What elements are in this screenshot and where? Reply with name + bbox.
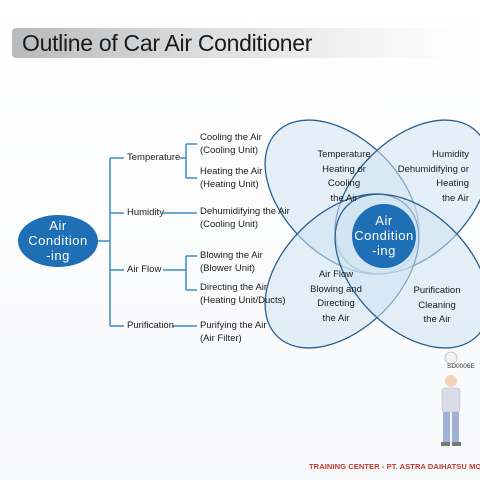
main-node-label: Air Condition -ing (28, 218, 88, 263)
category-air-flow: Air Flow (127, 264, 162, 275)
title-bar (12, 28, 464, 58)
item-directing-the-air: Directing the Air (Heating Unit/Ducts) (200, 282, 286, 306)
venn-humidity: Humidity Dehumidifying or Heating the Ai… (397, 149, 469, 204)
item-blowing-the-air: Blowing the Air (Blower Unit) (200, 250, 263, 274)
page-title: Outline of Car Air Conditioner (22, 30, 313, 56)
item-purifying-the-air: Purifying the Air (Air Filter) (200, 320, 267, 344)
item-cooling-the-air: Cooling the Air (Cooling Unit) (200, 132, 262, 156)
venn-temperature: Temperature Heating or Cooling the Air (317, 149, 371, 204)
item-heating-the-air: Heating the Air (Heating Unit) (200, 166, 263, 190)
venn-air-flow: Air Flow Blowing and Directing the Air (310, 269, 362, 324)
category-humidity: Humidity (127, 207, 164, 218)
category-temperature: Temperature (127, 152, 181, 163)
presenter-figure (441, 351, 461, 446)
venn-center-circle (352, 204, 416, 268)
venn-center-label: Air Condition -ing (354, 213, 414, 258)
category-purification: Purification (127, 320, 174, 331)
air-conditioning-node (18, 215, 98, 267)
item-dehumidifying-the-air: Dehumidifying the Air (Cooling Unit) (200, 206, 290, 230)
venn-purification: Purification Cleaning the Air (413, 285, 461, 325)
slide-code: SD0006E (447, 363, 475, 370)
footer-text: TRAINING CENTER - PT. ASTRA DAIHATSU MOT… (309, 462, 480, 471)
